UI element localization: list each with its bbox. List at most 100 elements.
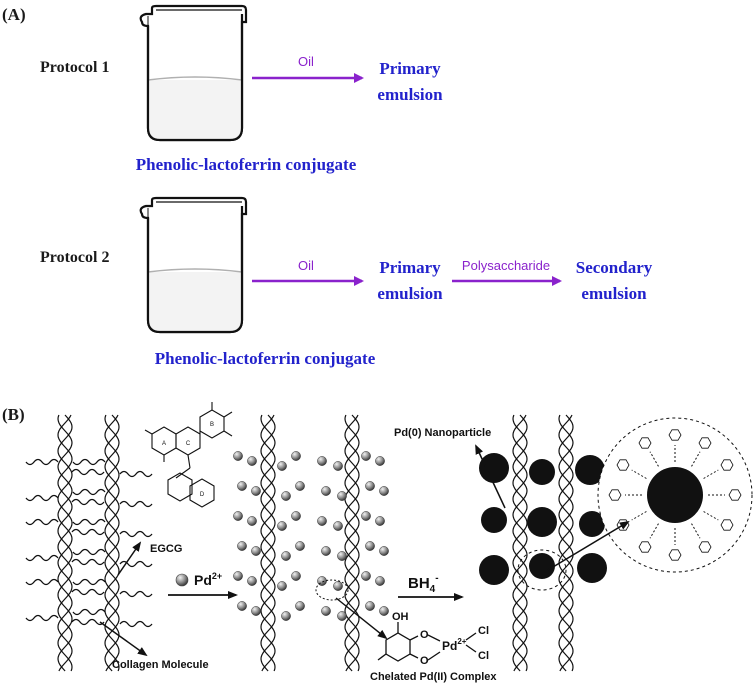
pd-ion-ball [251, 546, 261, 556]
pd-ion-ball [321, 486, 331, 496]
side-chain [72, 488, 106, 496]
inset-bond [691, 523, 701, 539]
pd-ion-ball [295, 601, 305, 611]
secondary-emulsion-line2: emulsion [581, 284, 647, 303]
inset-ring [638, 437, 652, 449]
side-chain [71, 498, 105, 506]
side-chain [25, 554, 59, 562]
pd-ion-ball [333, 581, 343, 591]
pd-ion-ball [365, 541, 375, 551]
pd-ion-ball [379, 606, 389, 616]
oil-arrow-1-label: Oil [298, 54, 314, 69]
collagen-strand [104, 414, 120, 672]
chelate-o1-label: O [420, 629, 429, 641]
collagen-strand [512, 414, 528, 672]
panel-a-label: (A) [2, 5, 26, 24]
pd-ion-ball [233, 511, 243, 521]
pd-ion-ball [379, 486, 389, 496]
pd-nanoparticle [529, 459, 555, 485]
primary-emulsion-2-line2: emulsion [377, 284, 443, 303]
inset-bond [703, 469, 719, 479]
collagen-label: Collagen Molecule [112, 659, 209, 671]
side-chain [119, 500, 153, 508]
inset-ring [638, 541, 652, 553]
pd-ion-ball [247, 576, 257, 586]
pd-ion-ball [333, 461, 343, 471]
chelate-pointer-arrow [335, 597, 388, 640]
pd-ion-ball [295, 541, 305, 551]
egcg-ring-c: C [186, 441, 191, 447]
side-chain [72, 518, 106, 526]
pd-ion-legend-icon [175, 573, 189, 587]
collagen-fibres-left [57, 414, 120, 672]
inset-nanoparticle [647, 467, 703, 523]
pd-ion-ball [321, 606, 331, 616]
side-chain [25, 578, 59, 586]
pd-ion-balls [233, 451, 389, 621]
pd-nanoparticle [575, 455, 605, 485]
pd-ion-ball [291, 571, 301, 581]
side-chain [119, 470, 153, 478]
inset-bond [703, 511, 719, 521]
chelate-o2-label: O [420, 655, 429, 667]
side-chain [72, 548, 106, 556]
chelate-structure-icon [377, 622, 477, 662]
egcg-label: EGCG [150, 543, 182, 555]
collagen-strand [558, 414, 574, 672]
pd-ion-ball [233, 571, 243, 581]
pd-ion-ball [333, 521, 343, 531]
side-chain [72, 608, 106, 616]
side-chain-wiggles [25, 458, 153, 628]
inset-bond [649, 523, 659, 539]
collagen-strand [104, 414, 120, 672]
collagen-strand [344, 414, 360, 672]
collagen-strand [57, 414, 73, 672]
protocol1-title: Protocol 1 [40, 59, 109, 76]
pd-reagent-label: Pd2+ [194, 571, 222, 588]
side-chain [71, 588, 105, 596]
pd-ion-ball [237, 481, 247, 491]
side-chain [25, 494, 59, 502]
collagen-pointer-arrow [99, 621, 148, 657]
inset-ring [720, 459, 734, 471]
collagen-strand [512, 414, 528, 672]
collagen-strand [558, 414, 574, 672]
beaker-1-icon [139, 4, 248, 142]
beaker-2-label: Phenolic-lactoferrin conjugate [155, 349, 376, 368]
chelate-pd-label: Pd2+ [442, 637, 467, 653]
collagen-strand [512, 414, 528, 672]
pd-ion-ball [365, 601, 375, 611]
pd-ion-ball [317, 456, 327, 466]
collagen-strand [57, 414, 73, 672]
pd-ion-ball [361, 511, 371, 521]
pd-ion-ball [233, 451, 243, 461]
protocol2-title: Protocol 2 [40, 249, 109, 266]
panel-b-label: (B) [2, 405, 25, 424]
side-chain [25, 518, 59, 526]
primary-emulsion-1-line2: emulsion [377, 85, 443, 104]
egcg-ring-b: B [210, 422, 214, 428]
pd-ion-ball [277, 581, 287, 591]
pd-ion-ball [375, 516, 385, 526]
chelate-oh-label: OH [392, 611, 409, 623]
pd-ion-ball [361, 571, 371, 581]
inset-bond [631, 511, 647, 521]
inset-ring [668, 549, 682, 561]
pd-nanoparticle [527, 507, 557, 537]
chelate-highlight-circle [315, 579, 349, 601]
pd-nanoparticle [577, 553, 607, 583]
side-chain [119, 560, 153, 568]
beaker-2-icon [139, 196, 248, 334]
primary-emulsion-2-line1: Primary [379, 258, 441, 277]
nanoparticle-label: Pd(0) Nanoparticle [394, 427, 491, 439]
pd-ion-ball [379, 546, 389, 556]
pd-ion-ball [317, 576, 327, 586]
side-chain [72, 458, 106, 466]
pd-ion-ball [375, 576, 385, 586]
pd-ion-ball [337, 551, 347, 561]
pd-ion-ball [237, 541, 247, 551]
inset-ring [668, 429, 682, 441]
inset-ring [616, 459, 630, 471]
pd-nanoparticle [529, 553, 555, 579]
side-chain [119, 590, 153, 598]
